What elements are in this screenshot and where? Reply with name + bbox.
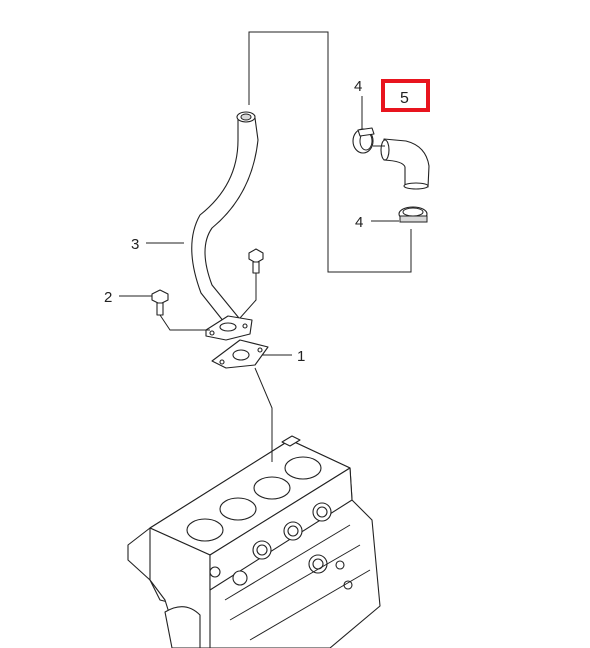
bolt-part (248, 248, 264, 274)
bolt-leader (239, 273, 257, 319)
clamp-part (352, 127, 375, 154)
callout-label-4-upper: 4 (354, 78, 362, 95)
callout-label-3: 3 (131, 236, 139, 253)
gasket-part (211, 339, 269, 369)
gasket-to-block-leader (254, 367, 273, 462)
bolt-leader (159, 314, 210, 331)
bolt-part (151, 289, 169, 316)
pipe-part (191, 111, 259, 341)
callout-label-2: 2 (104, 289, 112, 306)
highlight-box (381, 79, 430, 112)
clamp-part (398, 206, 428, 223)
callout-label-4-lower: 4 (355, 214, 363, 231)
callout-label-1: 1 (297, 348, 305, 365)
hose-part (380, 138, 430, 190)
callout-label-5: 5 (400, 90, 409, 107)
group-bracket (248, 31, 412, 273)
engine-block-part (127, 435, 381, 648)
